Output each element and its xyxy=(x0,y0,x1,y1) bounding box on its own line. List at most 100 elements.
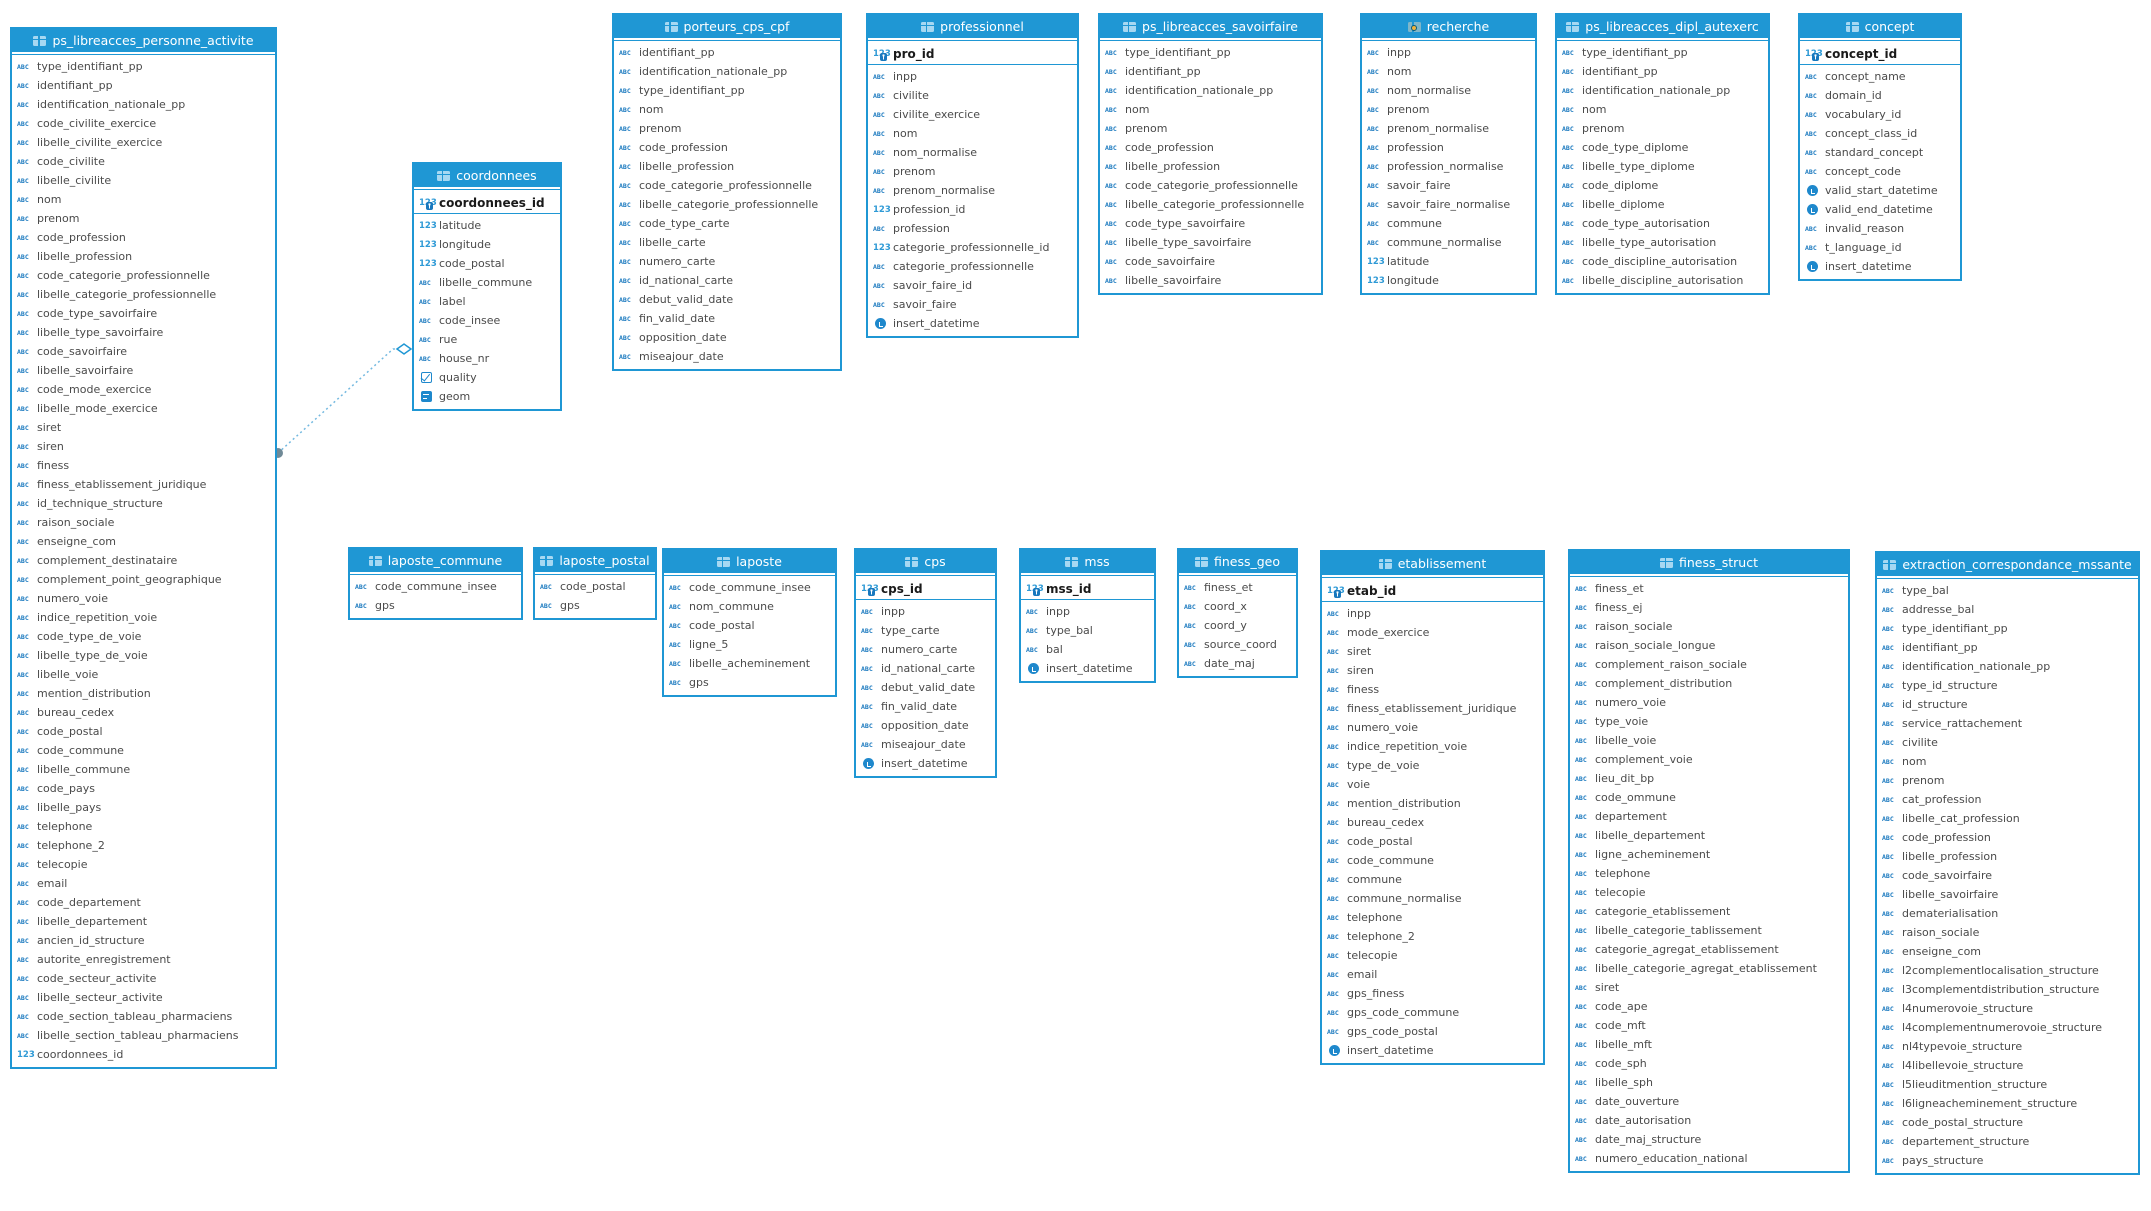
table-header[interactable]: finess_geo xyxy=(1179,550,1296,573)
table-header[interactable]: laposte_commune xyxy=(350,549,521,572)
table-header[interactable]: professionnel xyxy=(868,15,1077,38)
table-header[interactable]: finess_struct xyxy=(1570,551,1848,574)
table-header[interactable]: ps_libreacces_dipl_autexerc xyxy=(1557,15,1768,38)
column-row[interactable]: insert_datetime xyxy=(1021,659,1154,678)
table-header[interactable]: mss xyxy=(1021,550,1154,573)
column-row[interactable]: insert_datetime xyxy=(856,754,995,773)
